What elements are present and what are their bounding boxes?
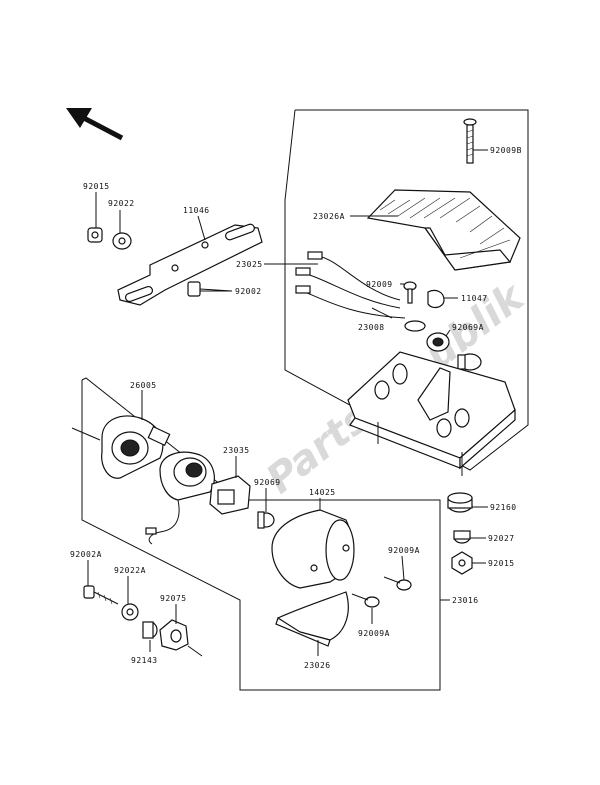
label-23026: 23026 — [304, 661, 331, 670]
wire-lead — [145, 499, 180, 545]
label-92143: 92143 — [131, 656, 158, 665]
label-11046: 11046 — [183, 206, 210, 215]
label-26005: 26005 — [130, 381, 157, 390]
label-23008: 23008 — [358, 323, 385, 332]
label-23025: 23025 — [236, 260, 263, 269]
grommet-92075 — [159, 619, 203, 657]
label-92009A-1: 92009A — [388, 546, 420, 555]
label-92009: 92009 — [366, 280, 393, 289]
label-92022: 92022 — [108, 199, 135, 208]
label-92160: 92160 — [490, 503, 517, 512]
direction-arrow-icon — [66, 108, 124, 141]
lens-23026 — [275, 591, 349, 647]
label-23035: 23035 — [223, 446, 250, 455]
holder-23035 — [209, 475, 251, 515]
label-92015-bottom: 92015 — [488, 559, 515, 568]
lens-14025 — [271, 509, 355, 589]
label-92027: 92027 — [488, 534, 515, 543]
screw-92009A-right — [383, 576, 412, 591]
label-92075: 92075 — [160, 594, 187, 603]
leader-lines — [87, 149, 488, 656]
label-92069A: 92069A — [452, 323, 484, 332]
nut-92015 — [87, 227, 103, 243]
washer-92022 — [112, 232, 132, 250]
label-92069: 92069 — [254, 478, 281, 487]
label-11047: 11047 — [461, 294, 488, 303]
collar-92027 — [453, 530, 471, 544]
bracket-11046 — [117, 223, 263, 306]
grommet-92160 — [447, 492, 473, 513]
screw-92009B — [463, 118, 477, 164]
label-92009A-2: 92009A — [358, 629, 390, 638]
label-23026A: 23026A — [313, 212, 345, 221]
lens-23026A — [366, 189, 521, 271]
label-92015-top: 92015 — [83, 182, 110, 191]
box-23025 — [284, 109, 529, 471]
screw-92009A-lower — [351, 593, 380, 608]
screw-92009 — [403, 281, 417, 304]
label-92002: 92002 — [235, 287, 262, 296]
label-14025: 14025 — [309, 488, 336, 497]
bulb-92069 — [257, 511, 275, 529]
label-92009B: 92009B — [490, 146, 522, 155]
housing-23025 — [347, 351, 516, 476]
label-92022A: 92022A — [114, 566, 146, 575]
washer-92022A — [121, 603, 139, 621]
socket-92069A — [426, 332, 450, 352]
socket-23035-assembly — [159, 451, 215, 501]
part-labels: 92015 92022 11046 92002 92009B 23026A 23… — [70, 146, 522, 670]
clamp-11047 — [427, 289, 445, 309]
spacer-92143 — [142, 621, 158, 639]
label-23016: 23016 — [452, 596, 479, 605]
bolt-92002A — [83, 585, 119, 605]
bulb-92069A — [457, 353, 482, 371]
nut-92015-lower — [451, 551, 473, 575]
label-92002A: 92002A — [70, 550, 102, 559]
base-26005 — [71, 415, 171, 479]
bolt-92002 — [187, 281, 233, 297]
